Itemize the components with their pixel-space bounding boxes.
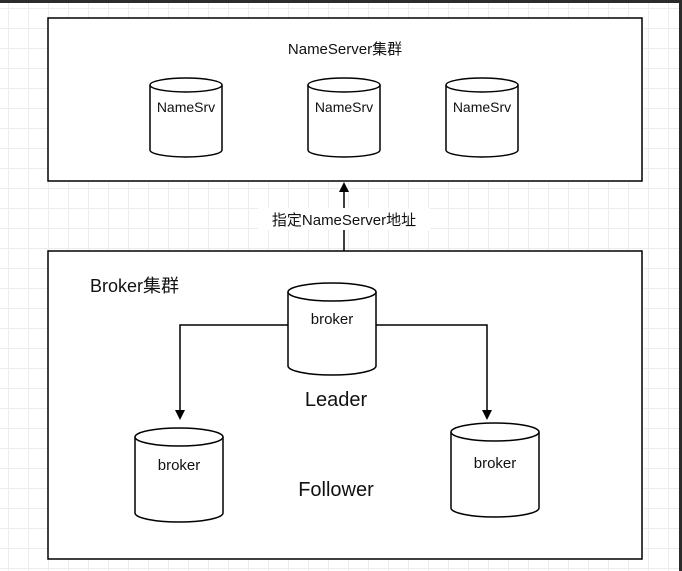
broker-leader-node[interactable]: broker — [287, 282, 377, 376]
window-top-edge — [0, 0, 682, 3]
namesrv-node-label: NameSrv — [157, 99, 215, 115]
namesrv-node-2[interactable]: NameSrv — [307, 77, 381, 158]
broker-follower-node-left[interactable]: broker — [134, 427, 224, 523]
broker-follower-label: broker — [474, 455, 517, 472]
register-edge-label: 指定NameServer地址 — [272, 212, 416, 229]
namesrv-node-label: NameSrv — [453, 99, 511, 115]
broker-follower-label: broker — [158, 457, 201, 474]
broker-follower-node-right[interactable]: broker — [450, 422, 540, 518]
replication-edge-right[interactable] — [376, 324, 492, 420]
namesrv-node-1[interactable]: NameSrv — [149, 77, 223, 158]
namesrv-node-label: NameSrv — [315, 99, 373, 115]
leader-role-label: Leader — [305, 389, 368, 411]
replication-edge-left[interactable] — [175, 324, 290, 420]
edge-label-background — [258, 208, 430, 230]
window-right-edge — [679, 0, 682, 571]
broker-leader-label: broker — [311, 311, 354, 328]
namesrv-node-3[interactable]: NameSrv — [445, 77, 519, 158]
nameserver-cluster-title: NameServer集群 — [288, 41, 402, 58]
register-edge[interactable]: 指定NameServer地址 — [258, 182, 430, 251]
broker-cluster-title: Broker集群 — [90, 276, 179, 296]
follower-role-label: Follower — [298, 479, 374, 501]
